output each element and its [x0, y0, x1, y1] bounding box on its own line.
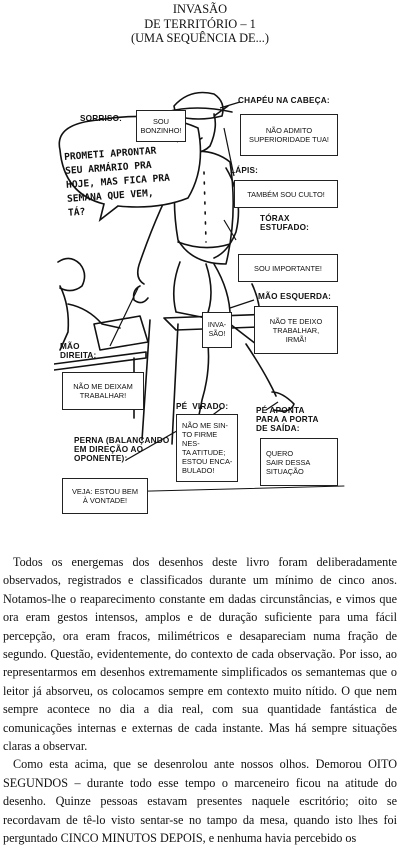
typewriter — [93, 315, 149, 351]
hand — [132, 285, 149, 304]
box-mao-direita: NÃO ME DEIXAM TRABALHAR! — [62, 372, 144, 410]
box-perna: VEJA: ESTOU BEM À VONTADE! — [62, 478, 148, 514]
thigh-left — [172, 261, 212, 319]
title-line-3: (UMA SEQUÊNCIA DE...) — [130, 31, 269, 45]
seated-man-body — [59, 285, 70, 351]
belt — [177, 241, 231, 249]
shoe-right — [271, 391, 295, 412]
body-text: Todos os energemas dos desenhos deste li… — [3, 553, 397, 848]
paragraph-1: Todos os energemas dos desenhos deste li… — [3, 555, 397, 754]
label-mao-direita: MÃO DIREITA: — [60, 342, 97, 361]
speech-bubble-text: PROMETI APRONTAR SEU ARMÁRIO PRA HOJE, M… — [63, 145, 171, 219]
pointer-lapis — [223, 127, 235, 177]
page-title: INVASÃO DE TERRITÓRIO – 1 (UMA SEQUÊNCIA… — [0, 2, 400, 46]
box-pe-virado: NÃO ME SIN- TO FIRME NES- TA ATITUDE; ES… — [176, 414, 238, 482]
paragraph-2: Como esta acima, que se desenrolou ante … — [3, 757, 397, 846]
pointer-pe-aponta — [265, 401, 279, 411]
box-invasao: INVA- SÃO! — [202, 312, 232, 348]
label-perna: PERNA (BALANÇANDO EM DIREÇÃO AO OPONENTE… — [74, 436, 170, 464]
box-chapeu: NÃO ADMITO SUPERIORIDADE TUA! — [240, 114, 338, 156]
speech-bubble — [58, 115, 202, 223]
label-pe-virado: PÉ VIRADO: — [176, 402, 229, 411]
pencil — [213, 105, 229, 117]
pointer-mao-dir — [109, 287, 139, 347]
box-mao-esquerda: NÃO TE DEIXO TRABALHAR, IRMÃ! — [254, 306, 338, 354]
label-pe-aponta: PÉ APONTA PARA A PORTA DE SAÍDA: — [256, 406, 319, 434]
torso — [173, 150, 234, 265]
seated-man-head — [57, 257, 86, 292]
hat — [173, 91, 224, 120]
label-chapeu: CHAPÉU NA CABEÇA: — [238, 96, 330, 105]
pointer-torax — [223, 219, 237, 241]
label-lapis: LÁPIS: — [230, 166, 259, 175]
title-line-1: INVASÃO — [172, 2, 228, 16]
pointer-mao-esq — [229, 299, 255, 309]
shirt-buttons — [203, 171, 207, 243]
seated-man-arm — [67, 303, 121, 329]
box-pe-aponta: QUERO SAIR DESSA SITUAÇÃO — [260, 438, 338, 486]
pointer-chapeu — [219, 101, 241, 109]
label-torax: TÓRAX ESTUFADO: — [260, 214, 310, 233]
title-line-2: DE TERRITÓRIO – 1 — [144, 16, 256, 31]
label-sorriso: SORRISO: — [80, 114, 123, 123]
box-lapis: TAMBÉM SOU CULTO! — [234, 180, 338, 208]
left-arm — [213, 167, 240, 259]
cartoon-illustration: PROMETI APRONTAR SEU ARMÁRIO PRA HOJE, M… — [54, 72, 348, 546]
chair-left — [141, 319, 179, 445]
box-sorriso: SOU BONZINHO! — [136, 110, 186, 142]
label-mao-esquerda: MÃO ESQUERDA: — [258, 292, 332, 301]
floor-line — [113, 485, 345, 493]
box-torax: SOU IMPORTANTE! — [238, 254, 338, 282]
desk — [54, 351, 147, 371]
